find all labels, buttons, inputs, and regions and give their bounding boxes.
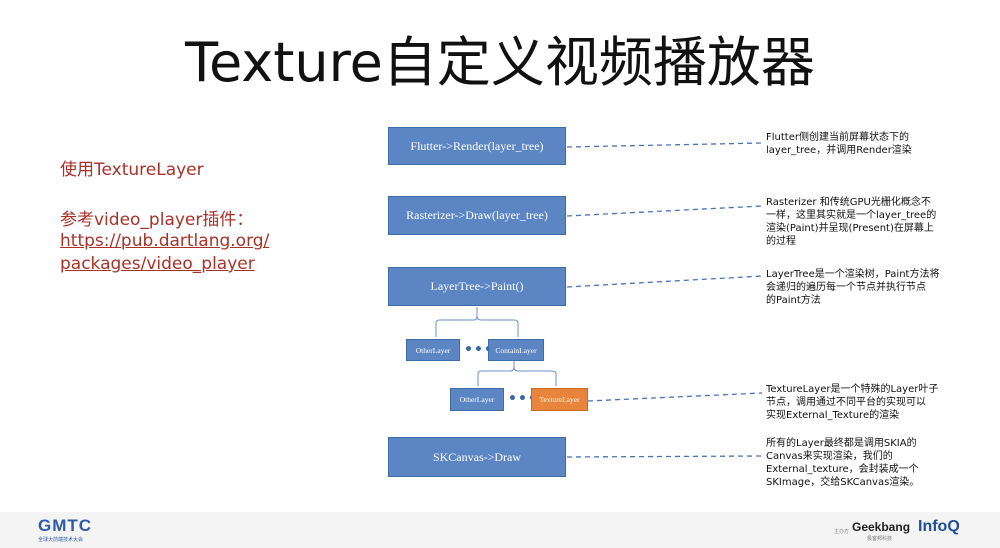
connector-line-5 xyxy=(566,455,763,458)
geekbang-logo: Geekbang xyxy=(852,520,911,534)
note-rasterizer: Rasterizer 和传统GPU光栅化概念不 一样，这里其实就是一个layer… xyxy=(766,197,937,247)
footer-bar: GMTC 全球大前端技术大会 主办方 Geekbang 极客邦科技 InfoQ xyxy=(0,512,1000,548)
gmtc-subtitle: 全球大前端技术大会 xyxy=(38,537,84,543)
contain-layer-box: ContainLayer xyxy=(488,339,544,361)
rasterizer-draw-box: Rasterizer->Draw(layer_tree) xyxy=(388,196,566,235)
texture-layer-box: TextureLayer xyxy=(531,388,588,411)
flutter-render-box: Flutter->Render(layer_tree) xyxy=(388,127,566,165)
page-title: Texture自定义视频播放器 xyxy=(185,31,815,94)
gmtc-logo: GMTC xyxy=(38,516,93,535)
left-text-use-texturelayer: 使用TextureLayer xyxy=(60,160,204,180)
note-texturelayer: TextureLayer是一个特殊的Layer叶子 节点，调用通过不同平台的实现… xyxy=(766,384,939,421)
skcanvas-draw-box: SKCanvas->Draw xyxy=(388,437,566,477)
geekbang-subtitle: 极客邦科技 xyxy=(867,536,893,542)
brace-bottom xyxy=(477,359,557,386)
connector-line-1 xyxy=(566,142,763,148)
other-layer-box-1: OtherLayer xyxy=(406,339,460,361)
connector-line-3 xyxy=(566,275,763,288)
note-flutter-render: Flutter侧创建当前屏幕状态下的 layer_tree，并调用Render渲… xyxy=(766,132,912,156)
other-layer-box-2: OtherLayer xyxy=(450,388,504,411)
layertree-paint-box: LayerTree->Paint() xyxy=(388,267,566,306)
plugin-link-line2[interactable]: packages/video_player xyxy=(60,254,255,274)
infoq-logo: InfoQ xyxy=(918,518,960,535)
connector-line-4 xyxy=(587,392,763,402)
organizer-label: 主办方 xyxy=(834,529,850,535)
note-skcanvas: 所有的Layer最终都是调用SKIA的 Canvas来实现渲染，我们的 Exte… xyxy=(766,438,920,488)
note-layertree: LayerTree是一个渲染树，Paint方法将 会递归的遍历每一个节点并执行节… xyxy=(766,269,940,306)
connector-line-2 xyxy=(566,205,763,217)
left-text-reference-plugin: 参考video_player插件： xyxy=(60,210,254,230)
brace-top xyxy=(435,307,519,337)
plugin-link-line1[interactable]: https://pub.dartlang.org/ xyxy=(60,231,270,251)
